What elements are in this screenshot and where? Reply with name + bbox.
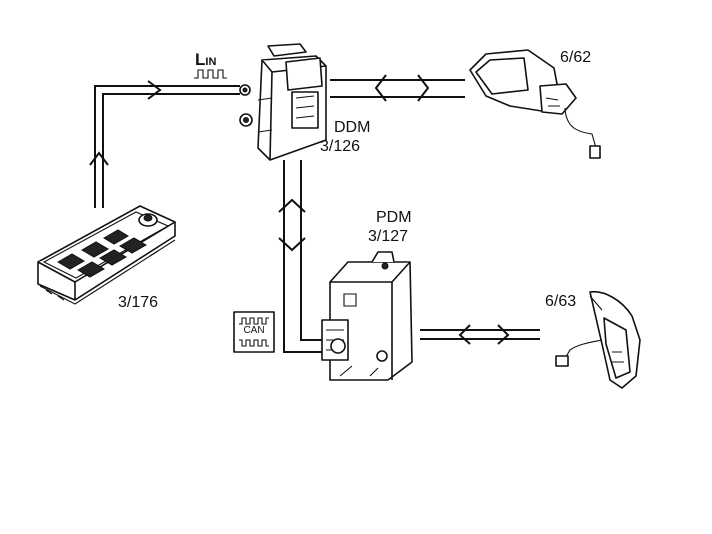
passenger-mirror-ref-label: 6/63 [545, 293, 577, 310]
ddm-mirror-wire [330, 74, 465, 102]
driver-mirror [469, 49, 601, 159]
pdm-name-label: PDM [376, 209, 412, 226]
lin-bus-label: LIN [195, 50, 216, 70]
can-wire [278, 160, 322, 353]
can-bus-icon [233, 311, 275, 353]
driver-switch-panel [37, 205, 176, 305]
pdm-ref-label: 3/127 [368, 228, 409, 245]
lin-bus-label-small: IN [205, 56, 217, 68]
ddm-module [239, 43, 327, 161]
ddm-name-label: DDM [334, 119, 371, 136]
passenger-mirror [555, 291, 641, 389]
driver-mirror-ref-label: 6/62 [560, 49, 592, 66]
can-bus-label: CAN [243, 325, 265, 336]
driver-switch-ref-label: 3/176 [118, 294, 159, 311]
lin-signal-icon [194, 69, 227, 79]
pdm-mirror-wire [420, 324, 540, 345]
ddm-ref-label: 3/126 [320, 138, 361, 155]
lin-bus-label-big: L [195, 50, 206, 69]
pdm-module [321, 251, 413, 381]
lin-wire [89, 80, 240, 208]
